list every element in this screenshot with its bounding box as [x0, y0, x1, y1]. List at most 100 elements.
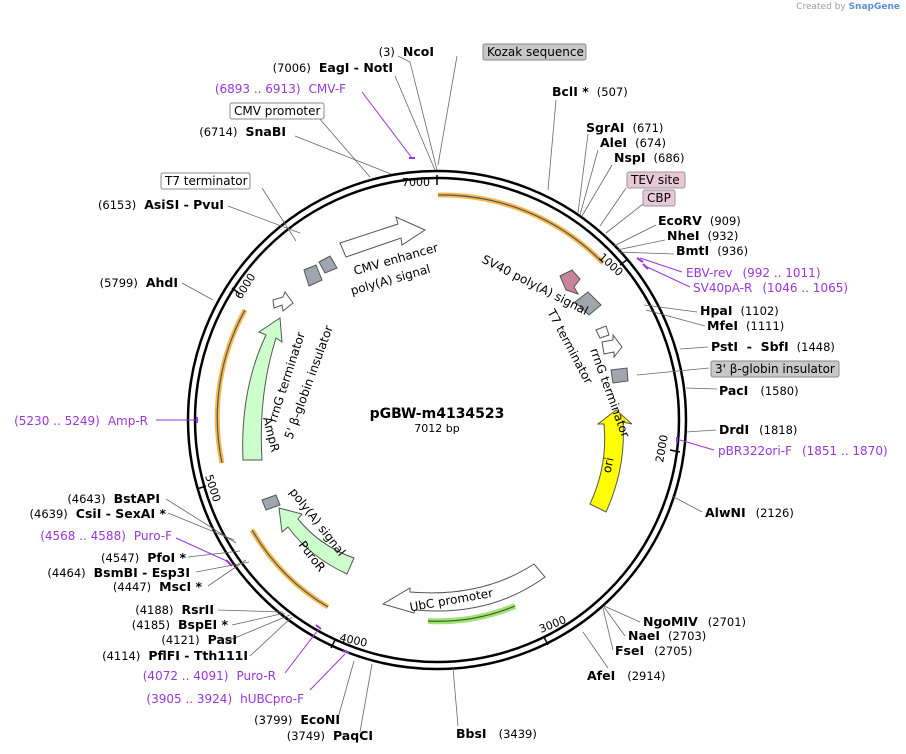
orf-arc-bottom-left-line — [251, 529, 329, 608]
leader-bstapi — [165, 498, 237, 544]
leader-nspi — [581, 164, 613, 217]
primer-hubcpro-f: (3905 .. 3924)hUBCpro-F — [146, 692, 304, 706]
cmv-promoter-box — [229, 102, 325, 120]
enzyme-psti-sbfi: PstI - SbfI(1448) — [711, 339, 835, 354]
rrng-terminator-left-arrow — [272, 290, 294, 312]
enzyme-ahdi: (5799)AhdI — [100, 275, 178, 290]
enzyme-rsrii: (4188)RsrII — [135, 602, 214, 617]
tick-label-2000: 2000 — [653, 434, 671, 464]
ampr-arrow — [242, 317, 283, 461]
leader-bbsi — [452, 667, 459, 727]
leader-pflfi — [249, 616, 293, 657]
enzyme-sgrai: SgrAI(671) — [586, 120, 663, 135]
leader-fsei — [602, 607, 614, 651]
leader-lines — [165, 55, 718, 733]
tick-6000 — [231, 287, 241, 295]
leader-paqci — [359, 663, 373, 733]
tick-4000 — [330, 639, 336, 649]
globin3-boxed — [710, 360, 840, 378]
primer-mark-ebv-rev — [636, 257, 644, 263]
tev-box — [626, 171, 686, 189]
cmv-enhancer-arrow — [339, 216, 427, 258]
leader-pfoi — [187, 550, 241, 558]
leader-snabi — [294, 135, 392, 175]
primer-ebv-rev: EBV-rev(992 .. 1011) — [686, 266, 821, 280]
tick-label-7000: 7000 — [402, 176, 430, 189]
enzyme-ecorv: EcoRV(909) — [658, 213, 741, 228]
leader-bmti — [617, 251, 675, 255]
small-feature-box — [595, 325, 610, 339]
primer-cmv-f: (6893 .. 6913)CMV-F — [215, 82, 346, 96]
leader-asisi — [227, 205, 301, 234]
leader-econi — [337, 660, 355, 719]
enzyme-pfoi: (4547)PfoI * — [101, 550, 186, 565]
leader-bspei — [231, 612, 286, 626]
credit-prefix: Created by — [796, 2, 846, 12]
enzyme-ncoi: (3)NcoI — [379, 44, 434, 59]
enzyme-econi: (3799)EcoNI — [254, 712, 340, 727]
ori-label: ori — [600, 456, 617, 474]
leader-csii — [167, 512, 235, 541]
enzyme-nhei: NheI(932) — [667, 228, 738, 243]
enzyme-csii-sexai: (4639)CsiI - SexAI * — [30, 506, 167, 521]
tick-1000 — [619, 258, 629, 266]
leader-alwni — [671, 495, 703, 513]
leader-paci — [685, 387, 718, 390]
leader-bsmbi — [195, 561, 250, 573]
primer-mark-hubcpro-f — [342, 650, 350, 654]
leader-ecorv — [613, 224, 657, 247]
ubc-promoter-arrow — [381, 563, 546, 614]
t7-terminator-inner-label: T7 terminator — [544, 306, 596, 386]
enzyme-naei: NaeI(2703) — [628, 628, 706, 643]
enzyme-bspei: (4185)BspEI * — [132, 617, 229, 632]
enzyme-asisi-pvui: (6153)AsiSI - PvuI — [98, 197, 224, 212]
primer-line-ebv-rev — [639, 257, 683, 273]
leader-ngomiv — [603, 605, 641, 623]
enzyme-nspi: NspI(686) — [614, 150, 684, 165]
tick-label-4000: 4000 — [338, 631, 368, 650]
created-by-credit: Created by SnapGene — [796, 2, 900, 12]
orf-arc-bottom-green-line — [427, 605, 516, 622]
leader-cmv-promoter — [318, 117, 371, 178]
leader-ncoi — [397, 55, 438, 171]
orf-arc-top-line — [437, 194, 604, 264]
enzyme-bcli: BclI *(507) — [552, 84, 628, 99]
cmv-promoter-label: CMV promoter — [234, 104, 321, 118]
leader-bcli — [547, 99, 557, 191]
enzyme-alei: AleI(674) — [600, 135, 666, 150]
ori-arrow — [589, 409, 633, 513]
primer-line-puro-f — [175, 537, 230, 563]
enzyme-hpai: HpaI(1102) — [700, 303, 779, 318]
tick-label-1000: 1000 — [596, 251, 626, 279]
primer-pbr322ori-f: pBR322ori-F(1851 .. 1870) — [718, 444, 888, 458]
leader-mfei — [645, 309, 706, 327]
leader-rsrii — [217, 609, 284, 613]
t7-terminator-label: T7 terminator — [164, 174, 248, 188]
cbp-label: CBP — [647, 191, 671, 205]
enzyme-paci: PacI(1580) — [719, 383, 799, 398]
primer-line-hubcpro-f — [309, 653, 346, 691]
leader-drdi — [685, 429, 717, 433]
leader-naei — [603, 606, 626, 637]
cmv-promoter-box-group: CMV promoter — [229, 102, 325, 120]
globin3-label: 3' β-globin insulator — [715, 362, 835, 376]
enzyme-pflfi-tth111i: (4114)PflFI - Tth111I — [102, 648, 248, 663]
leader-psti — [679, 346, 709, 350]
enzyme-alwni: AlwNI(2126) — [705, 505, 794, 520]
primer-line-pbr322 — [679, 439, 715, 451]
enzyme-paqci: (3749)PaqCI — [287, 728, 373, 743]
leader-kozak — [437, 55, 458, 166]
sv40-polya-arrow — [559, 269, 581, 295]
enzyme-bbsi: BbsI(3439) — [456, 726, 537, 741]
enzyme-bsmbi-esp3i: (4464)BsmBI - Esp3I — [47, 565, 190, 580]
primer-line-sv40pa-r — [644, 265, 691, 288]
enzyme-bstapi: (4643)BstAPI — [67, 491, 160, 506]
leader-sgrai — [577, 133, 589, 214]
globin3-box-group: 3' β-globin insulator — [710, 360, 840, 378]
t7-terminator-boxed — [160, 172, 251, 190]
tev-label: TEV site — [630, 173, 680, 187]
primer-mark-sv40pa-r — [642, 263, 649, 270]
leader-cbp — [605, 203, 644, 234]
plasmid-name: pGBW-m4134523 — [370, 406, 505, 422]
enzyme-eagi-noti: (7006)EagI - NotI — [273, 60, 393, 75]
